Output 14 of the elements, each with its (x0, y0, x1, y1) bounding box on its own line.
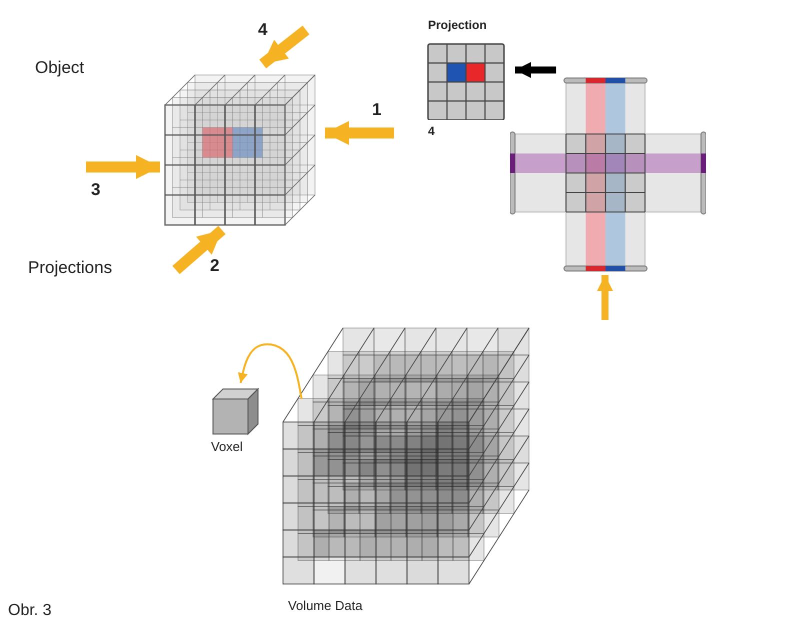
volume-data-label: Volume Data (288, 598, 362, 613)
figure-caption: Obr. 3 (8, 602, 52, 620)
diagram-label: Object (35, 58, 84, 78)
projection-title: Projection (428, 18, 487, 32)
arrow (238, 343, 303, 400)
arrow (86, 155, 160, 179)
arrow (515, 62, 556, 78)
arrow (172, 226, 226, 274)
voxel-label: Voxel (211, 439, 243, 454)
arrow (325, 121, 394, 145)
projection-number: 4 (428, 124, 435, 138)
arrow (259, 26, 310, 68)
arrow (597, 275, 613, 320)
diagram-label: Projections (28, 258, 112, 278)
